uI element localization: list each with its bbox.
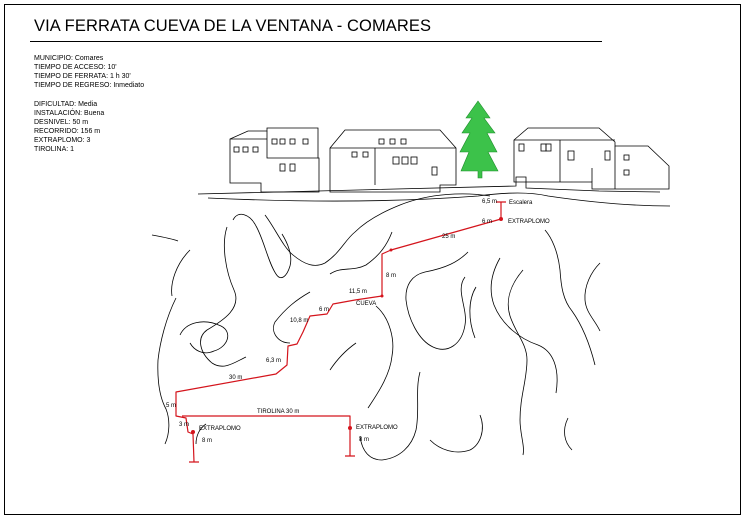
- route-anchor-points: [191, 217, 503, 434]
- info-recorrido: RECORRIDO: 156 m: [34, 128, 101, 135]
- label-3m: 3 m: [179, 422, 189, 428]
- info-tirolina: TIROLINA: 1: [34, 146, 75, 153]
- ferrata-route: [175, 201, 506, 463]
- label-6m-mid: 6 m: [319, 307, 329, 313]
- title-underline: [30, 41, 602, 42]
- info-desnivel: DESNIVEL: 50 m: [34, 119, 89, 126]
- label-extraplomo-right: EXTRAPLOMO: [356, 425, 398, 431]
- info-tiempo-regreso: TIEMPO DE REGRESO: Inmediato: [34, 82, 145, 89]
- info-dificultad: DIFICULTAD: Media: [34, 101, 98, 108]
- village-buildings: [197, 127, 670, 195]
- route-labels: Escalera 6,5 m 6 m EXTRAPLOMO 25 m 8 m 1…: [166, 199, 550, 444]
- label-escalera: Escalera: [509, 200, 533, 206]
- drawing-frame: [4, 4, 741, 515]
- info-tiempo-ferrata: TIEMPO DE FERRATA: 1 h 30': [34, 73, 131, 80]
- label-25m: 25 m: [442, 234, 455, 240]
- label-8m-right: 8 m: [359, 437, 369, 443]
- label-5m: 5 m: [166, 403, 176, 409]
- info-extraplomo: EXTRAPLOMO: 3: [34, 137, 91, 144]
- label-6-3m: 6,3 m: [266, 358, 281, 364]
- info-municipio: MUNICIPIO: Comares: [34, 55, 104, 62]
- info-tech-block: DIFICULTAD: Media INSTALACIÓN: Buena DES…: [34, 101, 104, 155]
- label-11-5m: 11,5 m: [349, 289, 367, 295]
- anchor-extraplomo-right: [348, 426, 352, 430]
- info-access-block: MUNICIPIO: Comares TIEMPO DE ACCESO: 10'…: [34, 55, 144, 91]
- label-6m-top: 6 m: [482, 219, 492, 225]
- anchor-cueva: [380, 294, 384, 298]
- page-title: VIA FERRATA CUEVA DE LA VENTANA - COMARE…: [34, 17, 432, 35]
- label-10-8m: 10,8 m: [290, 318, 308, 324]
- label-extraplomo-left: EXTRAPLOMO: [199, 426, 241, 432]
- label-tirolina: TIROLINA 30 m: [257, 409, 299, 415]
- info-tiempo-acceso: TIEMPO DE ACCESO: 10': [34, 64, 117, 71]
- anchor-bend: [389, 248, 393, 252]
- label-extraplomo-top: EXTRAPLOMO: [508, 219, 550, 225]
- label-30m: 30 m: [229, 375, 242, 381]
- label-8m-upper: 8 m: [386, 273, 396, 279]
- anchor-extraplomo-left: [191, 430, 195, 434]
- label-6-5m: 6,5 m: [482, 199, 497, 205]
- label-8m-left: 8 m: [202, 438, 212, 444]
- info-instalacion: INSTALACIÓN: Buena: [34, 110, 105, 117]
- tree-icon: [459, 100, 499, 179]
- label-cueva: CUEVA: [356, 301, 376, 307]
- rock-contours: [151, 192, 671, 461]
- anchor-extraplomo-top: [499, 217, 503, 221]
